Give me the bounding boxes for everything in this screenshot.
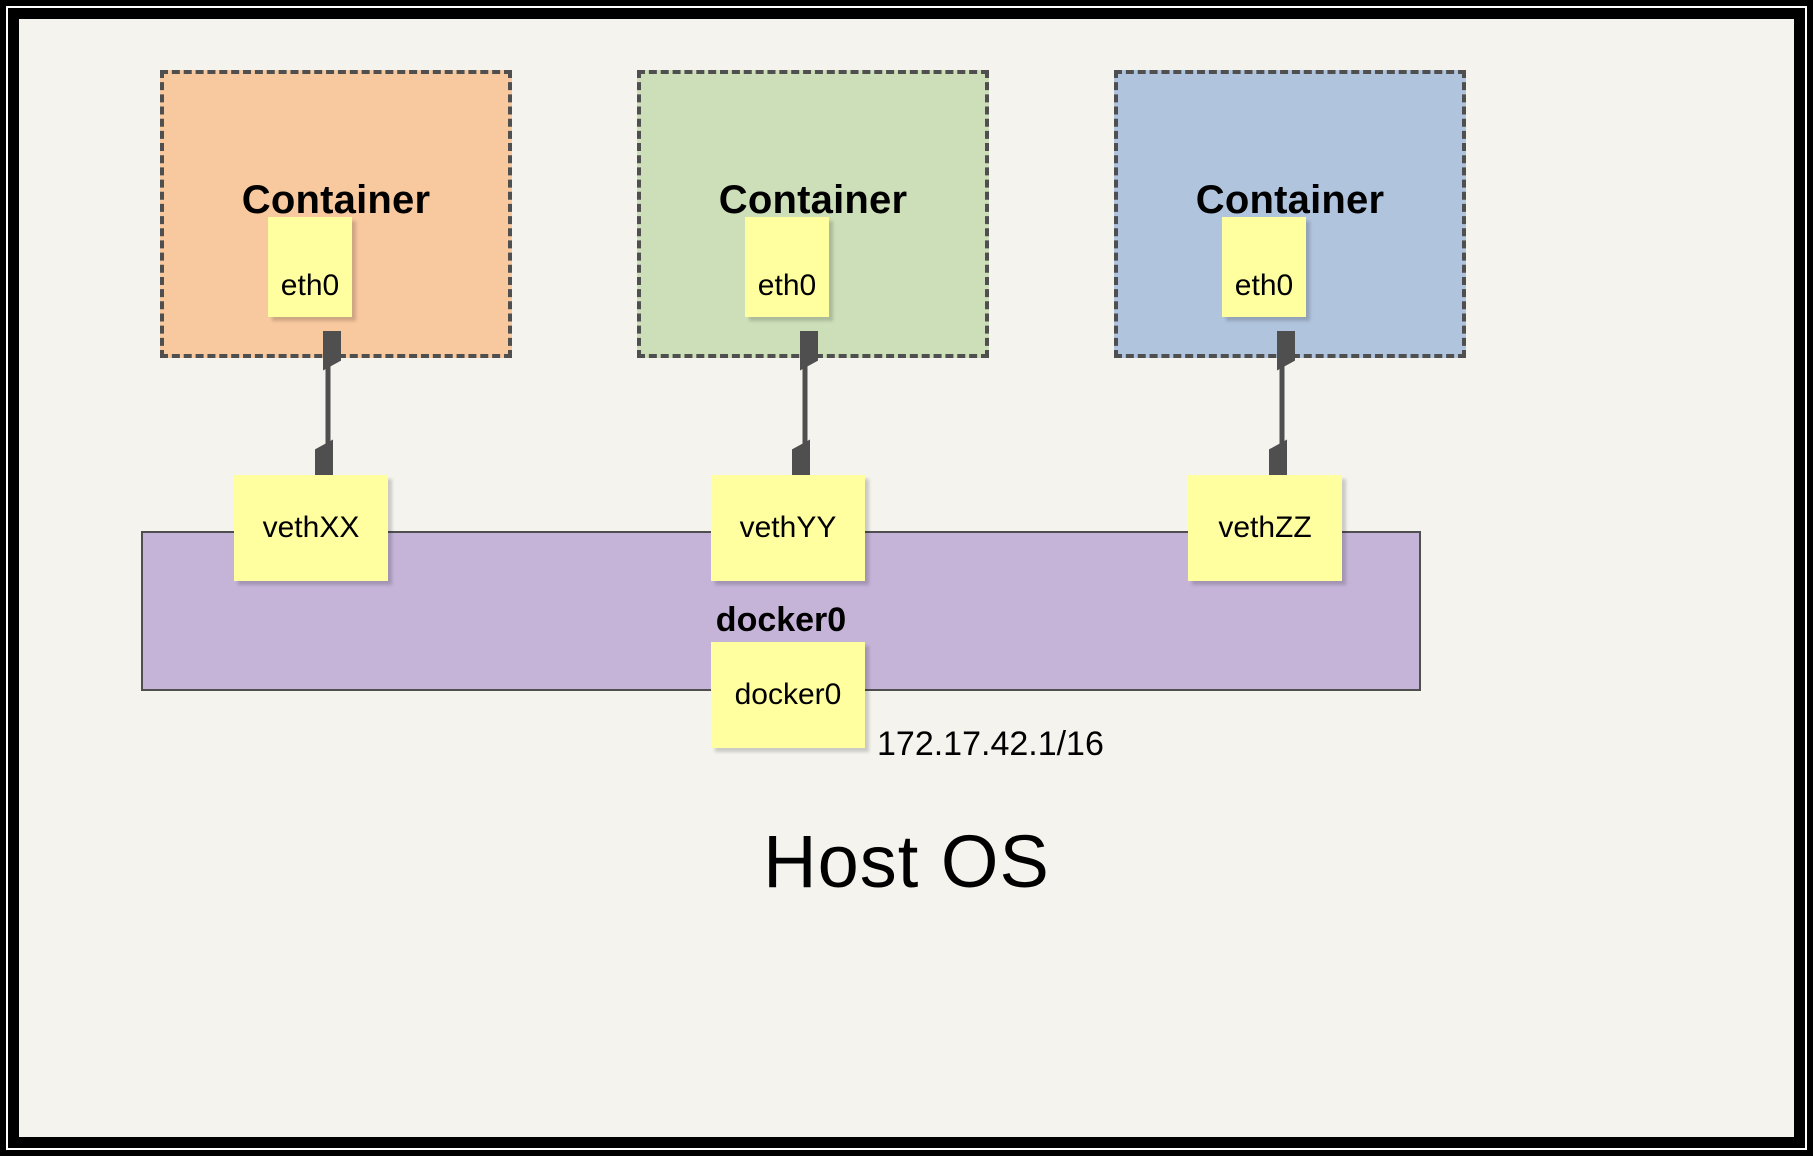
veth-note-2: vethYY bbox=[711, 475, 865, 581]
diagram-canvas: Container Container Container eth0 eth0 … bbox=[19, 19, 1794, 1137]
link-arrow-1 bbox=[315, 331, 341, 479]
eth0-note-3: eth0 bbox=[1222, 217, 1306, 317]
container-title-2: Container bbox=[718, 178, 908, 222]
container-title-3: Container bbox=[1195, 178, 1385, 222]
veth-note-1: vethXX bbox=[234, 475, 388, 581]
container-title-1: Container bbox=[241, 178, 431, 222]
eth0-note-2: eth0 bbox=[745, 217, 829, 317]
veth-note-3: vethZZ bbox=[1188, 475, 1342, 581]
docker0-bridge-label: docker0 bbox=[715, 601, 847, 639]
link-arrow-2 bbox=[792, 331, 818, 479]
eth0-note-1: eth0 bbox=[268, 217, 352, 317]
docker0-interface-note: docker0 bbox=[711, 642, 865, 748]
container-box-2: Container bbox=[637, 70, 989, 358]
docker0-ip-address: 172.17.42.1/16 bbox=[877, 725, 1104, 763]
link-arrow-3 bbox=[1269, 331, 1295, 479]
host-os-label: Host OS bbox=[763, 820, 1050, 903]
